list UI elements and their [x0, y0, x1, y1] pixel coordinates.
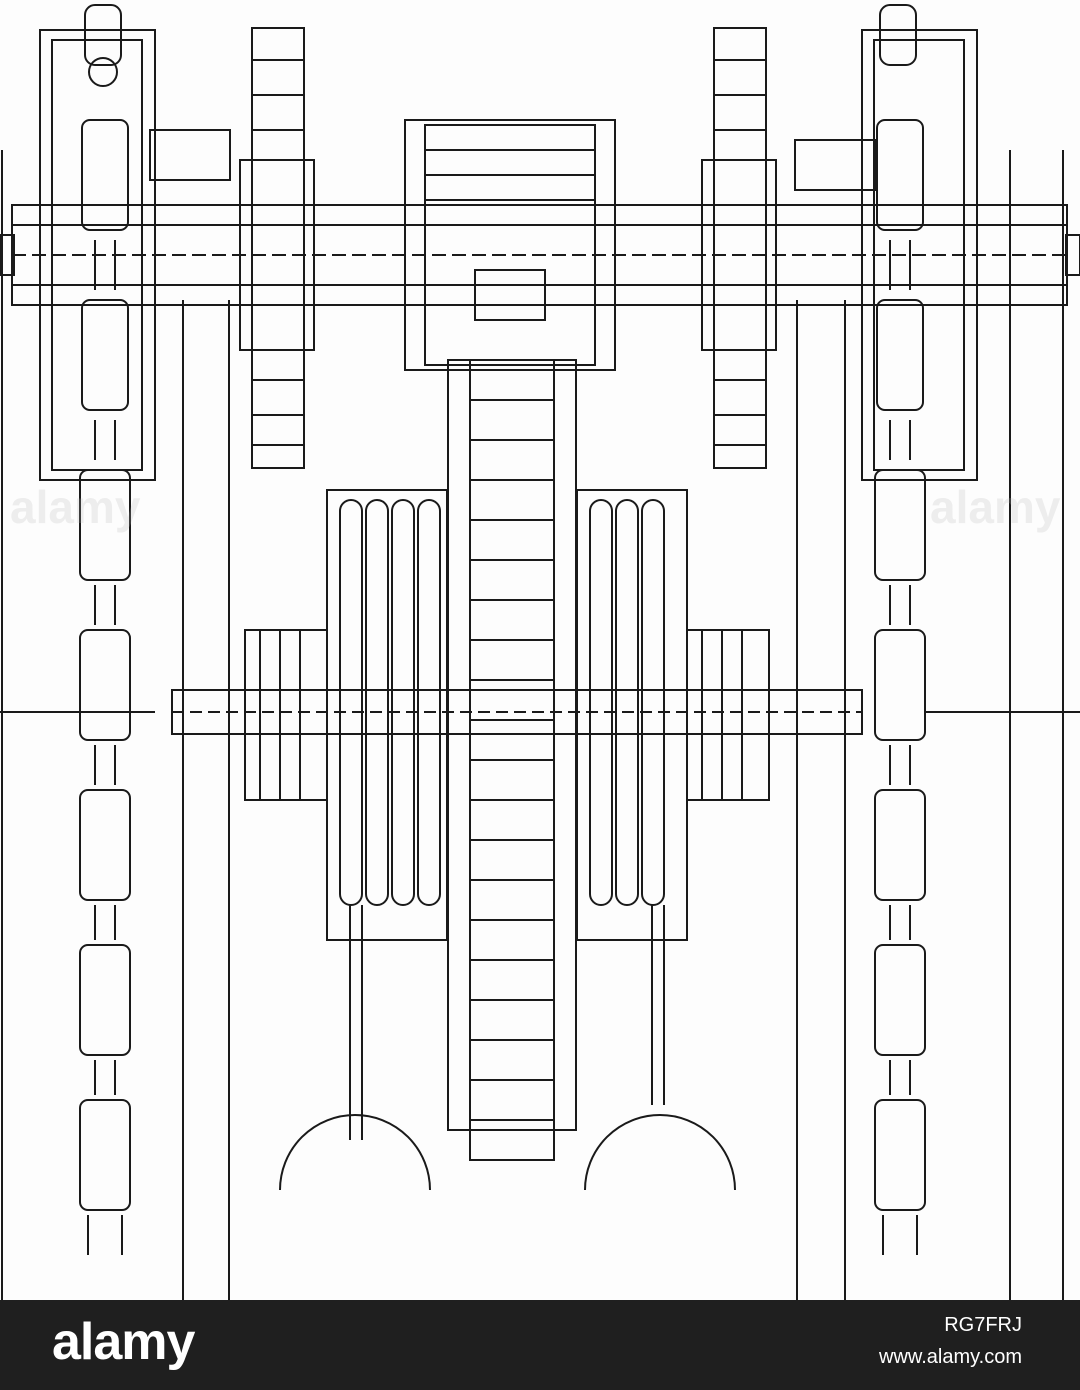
left-lower-arc: [279, 1114, 431, 1191]
central-hub: [404, 119, 616, 371]
left-guide-lines: [0, 150, 230, 1300]
image-id: RG7FRJ: [944, 1314, 1022, 1336]
main-shaft: [0, 204, 1080, 306]
stock-footer: alamy RG7FRJ www.alamy.com: [0, 1300, 1080, 1390]
left-pulley: [244, 629, 328, 801]
right-guide-lines: [796, 150, 1080, 1300]
right-lower-arc: [584, 1114, 736, 1191]
alamy-logo[interactable]: alamy: [52, 1313, 195, 1371]
site-url[interactable]: www.alamy.com: [879, 1346, 1022, 1368]
machinery-illustration: alamy alamy: [0, 4, 1080, 1300]
right-link-chain: [874, 4, 926, 1255]
right-spur-gear: [701, 27, 777, 469]
left-spur-gear: [239, 27, 315, 469]
right-rope-drum: [576, 489, 688, 1105]
left-rope-drum: [326, 489, 448, 1140]
winding-machine-drawing: [0, 4, 1080, 1300]
left-link-chain: [79, 4, 131, 1255]
central-rack: [447, 359, 577, 1161]
right-pulley: [686, 629, 770, 801]
drum-shaft: [171, 689, 863, 735]
